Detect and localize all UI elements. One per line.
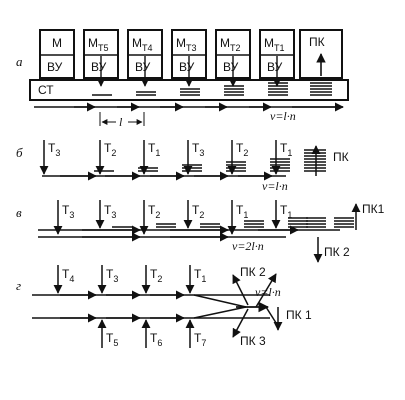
conveyor-label: СТ bbox=[38, 83, 54, 97]
op-label-6: Т1 bbox=[280, 141, 292, 158]
op-label-5: Т2 bbox=[236, 141, 248, 158]
row-g-flow bbox=[32, 290, 270, 323]
device-label: ВУ bbox=[179, 60, 195, 74]
row-v-stack-3 bbox=[244, 220, 264, 228]
machine-label: МТ1 bbox=[264, 36, 285, 53]
op-label-2: Т2 bbox=[104, 141, 116, 158]
machine-label: МТ3 bbox=[176, 36, 197, 53]
row-a-conveyor: СТ bbox=[29, 79, 349, 101]
workpiece-stack-2 bbox=[136, 91, 156, 96]
row-label-a: а bbox=[16, 54, 23, 69]
row-b-stack-3 bbox=[182, 164, 202, 172]
machine-label: МТ5 bbox=[88, 36, 109, 53]
row-b-formula: v=l·n bbox=[262, 179, 288, 193]
row-g-pk3-label: ПК 3 bbox=[240, 334, 266, 348]
op-label-2: Т3 bbox=[104, 203, 116, 220]
row-v-pk: ПК1 ПК 2 bbox=[313, 202, 385, 263]
pitch-label: l bbox=[119, 115, 123, 129]
row-g-pk1-label: ПК 1 bbox=[286, 308, 312, 322]
row-b-flow: v=l·n bbox=[42, 171, 288, 193]
op-label-top-4: Т1 bbox=[194, 267, 206, 284]
row-b-pk-label: ПК bbox=[333, 150, 349, 164]
machine-label: МТ4 bbox=[132, 36, 153, 53]
pitch-dimension: l bbox=[99, 112, 145, 129]
op-label-1: Т3 bbox=[62, 203, 74, 220]
row-v-stack-2 bbox=[200, 223, 220, 228]
row-b-operations: Т3 Т2 Т1 Т3 Т2 Т1 bbox=[39, 140, 326, 175]
row-g-pk: ПК 2 v=l·n ПК 1 ПК 3 bbox=[232, 265, 312, 348]
op-label-6: Т1 bbox=[280, 203, 292, 220]
row-v-pk1-label: ПК1 bbox=[362, 202, 385, 216]
row-v-stack-6 bbox=[334, 217, 354, 228]
row-v-flow: v=2l·n bbox=[38, 225, 340, 253]
workpiece-stack-5 bbox=[268, 82, 288, 96]
row-label-b: б bbox=[16, 145, 23, 160]
op-label-4: Т3 bbox=[192, 141, 204, 158]
device-label: ВУ bbox=[267, 60, 283, 74]
row-a-formula: v=l·n bbox=[270, 109, 296, 123]
op-label-bottom-3: Т7 bbox=[194, 331, 206, 348]
device-label: ВУ bbox=[47, 60, 63, 74]
op-label-top-1: Т4 bbox=[62, 267, 74, 284]
machine-box-1: М ВУ bbox=[39, 29, 75, 79]
row-g-formula: v=l·n bbox=[255, 285, 281, 299]
op-label-bottom-2: Т6 bbox=[150, 331, 162, 348]
op-label-4: Т2 bbox=[192, 203, 204, 220]
row-v-stack-1 bbox=[156, 223, 176, 228]
op-label-top-3: Т2 bbox=[150, 267, 162, 284]
machine-label: МТ2 bbox=[220, 36, 241, 53]
row-b-pk: ПК bbox=[311, 145, 349, 176]
op-label-3: Т1 bbox=[148, 141, 160, 158]
machine-label: М bbox=[52, 36, 62, 50]
op-label-bottom-1: Т5 bbox=[106, 331, 118, 348]
row-a-flow: v=l·n bbox=[34, 102, 344, 123]
row-b-stack-2 bbox=[138, 167, 158, 172]
row-label-g: г bbox=[16, 278, 21, 293]
op-label-3: Т2 bbox=[148, 203, 160, 220]
row-v-pk2-label: ПК 2 bbox=[324, 245, 350, 259]
device-label: ВУ bbox=[223, 60, 239, 74]
device-label: ВУ bbox=[135, 60, 151, 74]
op-label-5: Т1 bbox=[236, 203, 248, 220]
row-v-stack-5 bbox=[306, 217, 326, 228]
row-v-formula: v=2l·n bbox=[232, 239, 264, 253]
row-b-stack-5 bbox=[270, 158, 290, 172]
op-label-1: Т3 bbox=[48, 141, 60, 158]
row-v-operations: Т3 Т3 Т2 Т2 Т1 Т1 bbox=[53, 200, 354, 235]
device-label: ВУ bbox=[91, 60, 107, 74]
row-g-pk2-label: ПК 2 bbox=[240, 265, 266, 279]
row-label-v: в bbox=[16, 205, 22, 220]
op-label-top-2: Т3 bbox=[106, 267, 118, 284]
row-a-pk-box: ПК bbox=[299, 29, 343, 79]
row-b-stack-pk bbox=[304, 149, 326, 172]
workpiece-stack-pk bbox=[310, 82, 332, 96]
workpiece-stack-4 bbox=[224, 85, 244, 96]
workpiece-stack-3 bbox=[180, 88, 200, 96]
row-a-pk-label: ПК bbox=[309, 35, 325, 49]
row-a-workpieces bbox=[92, 82, 332, 96]
row-b-stack-4 bbox=[226, 161, 246, 172]
